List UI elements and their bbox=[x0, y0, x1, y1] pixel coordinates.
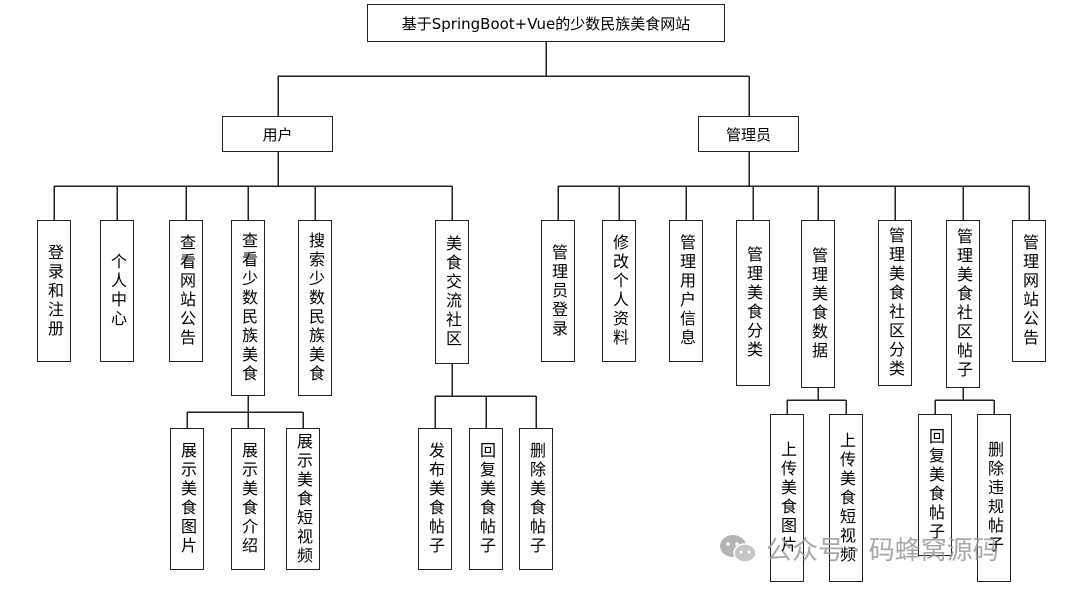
user-item-search-food: 搜索少数民族美食 bbox=[298, 220, 332, 396]
admin-item-manage-community-posts: 管理美食社区帖子 bbox=[946, 220, 980, 388]
root-label: 基于SpringBoot+Vue的少数民族美食网站 bbox=[401, 14, 691, 33]
node-label: 管理美食分类 bbox=[744, 246, 763, 360]
node-label: 搜索少数民族美食 bbox=[306, 232, 325, 384]
user-node: 用户 bbox=[222, 116, 333, 152]
user-item-login-register: 登录和注册 bbox=[37, 220, 71, 362]
food-data-upload-videos: 上传美食短视频 bbox=[829, 414, 863, 582]
user-item-view-announcements: 查看网站公告 bbox=[169, 220, 203, 362]
node-label: 展示美食介绍 bbox=[239, 442, 258, 556]
admin-item-manage-food-data: 管理美食数据 bbox=[801, 220, 835, 388]
node-label: 上传美食短视频 bbox=[837, 431, 856, 565]
admin-item-manage-community-categories: 管理美食社区分类 bbox=[878, 220, 912, 386]
node-label: 查看网站公告 bbox=[177, 234, 196, 348]
root-node: 基于SpringBoot+Vue的少数民族美食网站 bbox=[367, 4, 725, 42]
posts-reply: 回复美食帖子 bbox=[918, 414, 952, 556]
node-label: 查看少数民族美食 bbox=[239, 232, 258, 384]
node-label: 回复美食帖子 bbox=[477, 442, 496, 556]
food-view-videos: 展示美食短视频 bbox=[286, 428, 320, 570]
node-label: 管理美食社区分类 bbox=[886, 227, 905, 379]
user-item-food-community: 美食交流社区 bbox=[435, 220, 469, 364]
food-view-images: 展示美食图片 bbox=[170, 428, 204, 570]
node-label: 管理网站公告 bbox=[1020, 234, 1039, 348]
node-label: 管理用户信息 bbox=[677, 234, 696, 348]
node-label: 发布美食帖子 bbox=[426, 442, 445, 556]
admin-item-manage-announcements: 管理网站公告 bbox=[1012, 220, 1046, 362]
node-label: 修改个人资料 bbox=[610, 234, 629, 348]
node-label: 回复美食帖子 bbox=[926, 428, 945, 542]
user-item-view-food: 查看少数民族美食 bbox=[231, 220, 265, 396]
admin-item-edit-profile: 修改个人资料 bbox=[602, 220, 636, 362]
watermark-text: 公众号 · 码蜂窝源码 bbox=[766, 536, 999, 566]
food-data-upload-images: 上传美食图片 bbox=[770, 414, 804, 582]
posts-delete-violations: 删除违规帖子 bbox=[977, 414, 1011, 582]
community-delete: 删除美食帖子 bbox=[519, 428, 553, 570]
admin-item-login: 管理员登录 bbox=[541, 220, 575, 362]
node-label: 删除违规帖子 bbox=[985, 441, 1004, 555]
wechat-icon bbox=[720, 534, 757, 563]
admin-item-manage-users: 管理用户信息 bbox=[669, 220, 703, 362]
community-post: 发布美食帖子 bbox=[418, 428, 452, 570]
watermark: 公众号 · 码蜂窝源码 bbox=[718, 530, 999, 567]
node-label: 展示美食图片 bbox=[178, 442, 197, 556]
community-reply: 回复美食帖子 bbox=[469, 428, 503, 570]
admin-node: 管理员 bbox=[698, 116, 799, 152]
node-label: 管理员登录 bbox=[549, 243, 568, 339]
node-label: 管理美食社区帖子 bbox=[954, 228, 973, 380]
admin-label: 管理员 bbox=[725, 125, 771, 144]
admin-item-manage-categories: 管理美食分类 bbox=[736, 220, 770, 386]
food-view-intro: 展示美食介绍 bbox=[231, 428, 265, 570]
node-label: 展示美食短视频 bbox=[294, 432, 313, 566]
node-label: 管理美食数据 bbox=[809, 247, 828, 361]
node-label: 个人中心 bbox=[108, 253, 127, 329]
node-label: 美食交流社区 bbox=[443, 235, 462, 349]
node-label: 上传美食图片 bbox=[778, 441, 797, 555]
user-label: 用户 bbox=[262, 125, 293, 144]
node-label: 登录和注册 bbox=[45, 243, 64, 339]
user-item-personal-center: 个人中心 bbox=[100, 220, 134, 362]
node-label: 删除美食帖子 bbox=[527, 442, 546, 556]
